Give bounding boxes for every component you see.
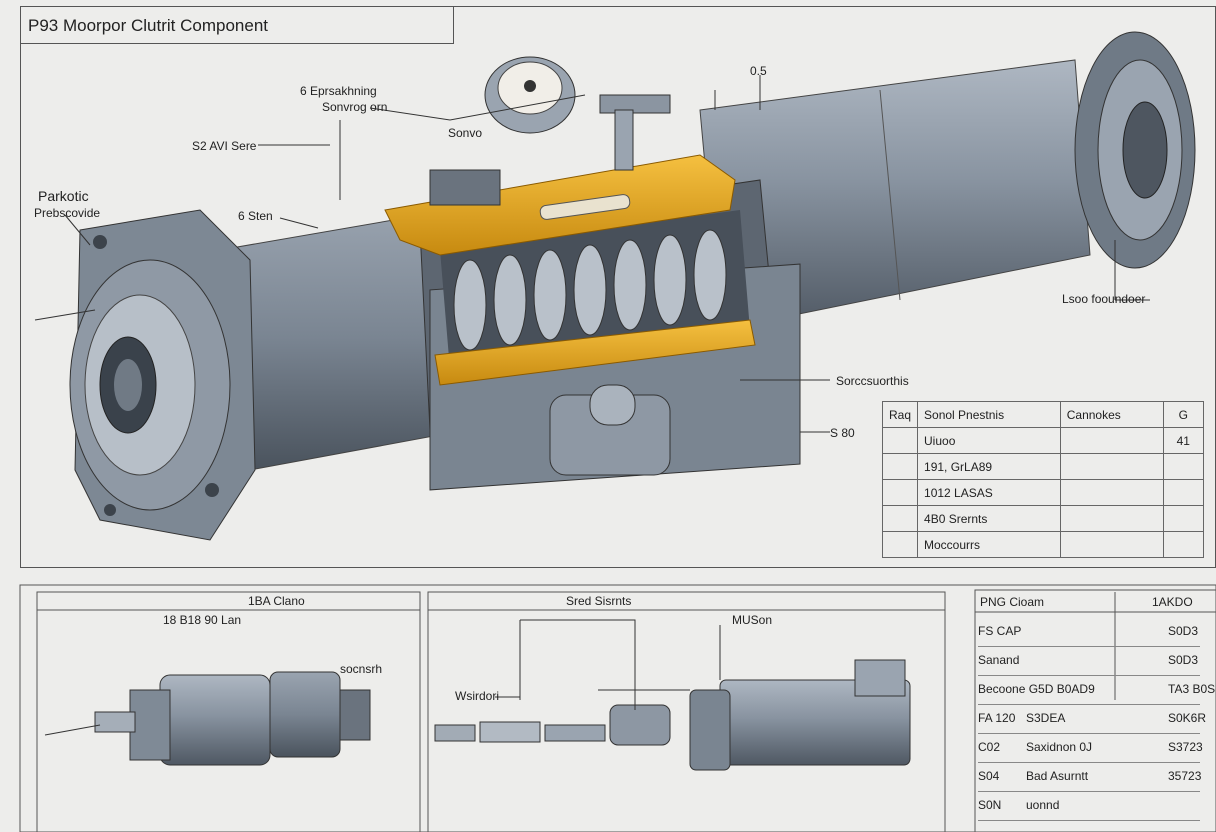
list-item-cell: C02 <box>978 740 1001 754</box>
table-cell: 191, GrLA89 <box>917 453 1061 480</box>
table-cell <box>1059 531 1164 558</box>
table-cell <box>881 531 919 558</box>
list-item-cell: FS CAP <box>978 624 1022 638</box>
panel-right-header-left: PNG Cioam <box>980 595 1045 609</box>
list-item-cell: S0D3 <box>1168 653 1199 667</box>
list-item-cell: S0D3 <box>1168 624 1199 638</box>
table-cell <box>1162 453 1205 480</box>
list-item: S04 Bad Asurntt 35723 <box>978 763 1202 792</box>
table-cell: Raq <box>881 401 919 428</box>
label-right-c: S 80 <box>830 426 855 440</box>
list-item-cell: Becoone G5D B0AD9 <box>978 682 1095 696</box>
list-item-cell: Saxidnon 0J <box>1026 740 1093 754</box>
label-top-h: 0.5 <box>750 64 767 78</box>
list-item-cell: S0K6R <box>1168 711 1207 725</box>
table-cell: Moccourrs <box>917 531 1061 558</box>
table-row: 4B0 Srernts <box>881 505 1205 532</box>
list-item-cell: FA 120 <box>978 711 1016 725</box>
list-item-cell: S3723 <box>1168 740 1203 754</box>
table-cell: Uiuoo <box>917 427 1061 454</box>
table-cell <box>1059 427 1164 454</box>
gearbox-section <box>384 56 801 491</box>
page-title: P93 Moorpor Clutrit Component <box>28 16 269 35</box>
table-cell: G <box>1162 401 1205 428</box>
motor-housing <box>699 31 1196 331</box>
title-box <box>20 6 454 44</box>
exploded-view-assembly <box>434 619 911 771</box>
label-top-e: Parkotic <box>38 188 89 204</box>
label-right-b: Sorccsuorthis <box>836 374 909 388</box>
table-row: Uiuoo 41 <box>881 427 1205 454</box>
side-view-assembly <box>44 671 371 766</box>
list-item-cell: Bad Asurntt <box>1026 769 1089 783</box>
panel-middle-callout: MUSon <box>732 613 773 627</box>
table-row: 1012 LASAS <box>881 479 1205 506</box>
list-item-cell: TA3 B0S <box>1168 682 1216 696</box>
list-item-cell: uonnd <box>1026 798 1060 812</box>
table-cell <box>881 505 919 532</box>
table-cell <box>1162 479 1205 506</box>
list-item-cell: Sanand <box>978 653 1020 667</box>
label-top-f: Prebscovide <box>34 206 101 220</box>
panel-left-note: socnsrh <box>340 662 383 676</box>
panel-left-title: 1BA Clano <box>248 594 305 608</box>
list-item: Sanand S0D3 <box>978 647 1200 676</box>
label-top-g: 6 Sten <box>238 209 273 223</box>
label-top-d: S2 AVI Sere <box>192 139 257 153</box>
panel-middle-note: Wsirdori <box>455 689 499 703</box>
table-cell: 4B0 Srernts <box>917 505 1061 532</box>
list-item: S0N uonnd <box>978 792 1200 821</box>
panel-right-header-right: 1AKDO <box>1152 595 1193 609</box>
table-cell <box>881 427 919 454</box>
list-item-cell: S3DEA <box>1026 711 1066 725</box>
panel-left-dim: 18 B18 90 Lan <box>163 613 242 627</box>
table-cell <box>1162 505 1205 532</box>
table-cell <box>1059 453 1164 480</box>
table-cell <box>881 479 919 506</box>
table-cell: Sonol Pnestnis <box>917 401 1061 428</box>
table-cell <box>1162 531 1205 558</box>
list-item-cell: S04 <box>978 769 1000 783</box>
list-item: FA 120 S3DEA S0K6R <box>978 705 1206 734</box>
table-cell: Cannokes <box>1059 401 1164 428</box>
list-item: Becoone G5D B0AD9 TA3 B0S <box>978 676 1215 705</box>
table-cell <box>1059 479 1164 506</box>
table-cell: 41 <box>1162 427 1205 454</box>
table-row: 191, GrLA89 <box>881 453 1205 480</box>
list-item: C02 Saxidnon 0J S3723 <box>978 734 1203 763</box>
label-top-c: Sonvo <box>448 126 483 140</box>
label-top-a: 6 Eprsakhning <box>300 84 377 98</box>
label-right-a: Lsoo fooundoer <box>1062 292 1146 306</box>
table-cell <box>1059 505 1164 532</box>
panel-middle-title: Sred Sisrnts <box>566 594 632 608</box>
clutch-housing <box>69 204 521 541</box>
table-row: Moccourrs <box>881 531 1205 558</box>
table-cell: 1012 LASAS <box>917 479 1061 506</box>
label-top-b: Sonvrog orn <box>322 100 388 114</box>
list-item-cell: 35723 <box>1168 769 1202 783</box>
table-cell <box>881 453 919 480</box>
list-item-cell: S0N <box>978 798 1002 812</box>
list-item: FS CAP S0D3 <box>978 618 1200 647</box>
